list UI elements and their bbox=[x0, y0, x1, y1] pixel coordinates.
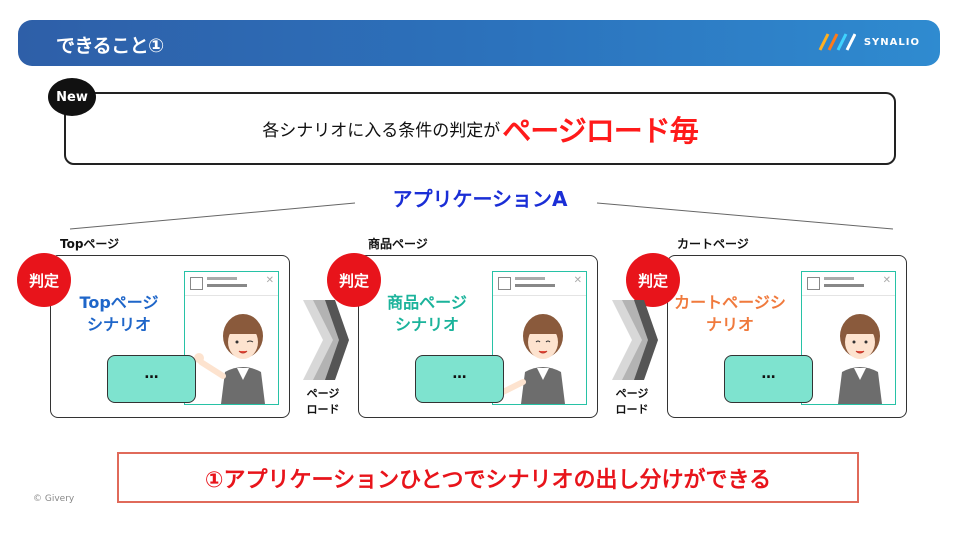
brand-logo: SYNALIO bbox=[816, 32, 920, 52]
judge-badge: 判定 bbox=[327, 253, 381, 307]
page-label-top: Topページ bbox=[60, 237, 120, 251]
close-icon: ✕ bbox=[882, 275, 891, 286]
header-line bbox=[515, 284, 555, 287]
page-load-line2: ロード bbox=[306, 403, 340, 416]
copyright: © Givery bbox=[33, 494, 75, 504]
header-line bbox=[207, 284, 247, 287]
scenario-line2: ナリオ bbox=[705, 315, 754, 334]
application-title: アプリケーションA bbox=[392, 187, 568, 211]
close-icon: ✕ bbox=[265, 275, 274, 286]
page-load-line1: ページ bbox=[306, 387, 340, 400]
operator-avatar-icon bbox=[807, 277, 820, 290]
scenario-line2: シナリオ bbox=[394, 315, 459, 334]
page-load-arrow-icon bbox=[612, 300, 658, 380]
chat-bubble: … bbox=[724, 355, 813, 403]
close-icon: ✕ bbox=[573, 275, 582, 286]
scenario-line1: カートページシ bbox=[674, 293, 786, 312]
judge-badge: 判定 bbox=[17, 253, 71, 307]
brand-name: SYNALIO bbox=[863, 36, 920, 48]
announcement-box: 各シナリオに入る条件の判定がページロード毎 bbox=[64, 92, 896, 165]
synalio-logo-icon bbox=[818, 33, 856, 51]
page-load-line2: ロード bbox=[615, 403, 649, 416]
chat-widget-header: ✕ bbox=[802, 272, 895, 296]
page-label-product: 商品ページ bbox=[368, 237, 428, 251]
result-box: ①アプリケーションひとつでシナリオの出し分けができる bbox=[117, 452, 859, 503]
header-line bbox=[824, 284, 864, 287]
scenario-line1: Topページ bbox=[79, 293, 159, 312]
chat-widget-preview: ✕ bbox=[801, 271, 896, 405]
header-line bbox=[515, 277, 545, 280]
chat-widget-header: ✕ bbox=[493, 272, 586, 296]
page-load-label: ページ ロード bbox=[610, 386, 654, 418]
operator-illustration-icon bbox=[194, 314, 265, 404]
announcement-text: 各シナリオに入る条件の判定がページロード毎 bbox=[66, 94, 894, 163]
announcement-highlight: ページロード毎 bbox=[502, 113, 698, 148]
operator-illustration-icon bbox=[500, 314, 565, 404]
scenario-line1: 商品ページ bbox=[387, 293, 467, 312]
scenario-line2: シナリオ bbox=[86, 315, 151, 334]
operator-illustration-icon bbox=[838, 314, 882, 404]
scenario-panel-top: Topページ シナリオ ✕ … bbox=[50, 255, 290, 418]
header-bar: できること① SYNALIO bbox=[18, 20, 940, 66]
page-load-label: ページ ロード bbox=[301, 386, 345, 418]
announcement-body: 各シナリオに入る条件の判定が bbox=[262, 121, 501, 141]
page-label-cart: カートページ bbox=[677, 237, 749, 251]
operator-avatar-icon bbox=[190, 277, 203, 290]
chat-bubble: … bbox=[107, 355, 196, 403]
new-badge: New bbox=[48, 78, 96, 116]
scenario-title-product: 商品ページ シナリオ bbox=[367, 292, 487, 336]
page-load-line1: ページ bbox=[615, 387, 649, 400]
page-title: できること① bbox=[56, 35, 164, 57]
chat-widget-preview: ✕ bbox=[184, 271, 279, 405]
chat-widget-preview: ✕ bbox=[492, 271, 587, 405]
chat-widget-header: ✕ bbox=[185, 272, 278, 296]
header-line bbox=[207, 277, 237, 280]
header-line bbox=[824, 277, 854, 280]
chat-bubble: … bbox=[415, 355, 504, 403]
scenario-title-top: Topページ シナリオ bbox=[59, 292, 179, 336]
judge-badge: 判定 bbox=[626, 253, 680, 307]
scenario-panel-cart: カートページシ ナリオ ✕ … bbox=[667, 255, 907, 418]
scenario-panel-product: 商品ページ シナリオ ✕ … bbox=[358, 255, 598, 418]
page-load-arrow-icon bbox=[303, 300, 349, 380]
scenario-title-cart: カートページシ ナリオ bbox=[670, 292, 790, 336]
operator-avatar-icon bbox=[498, 277, 511, 290]
